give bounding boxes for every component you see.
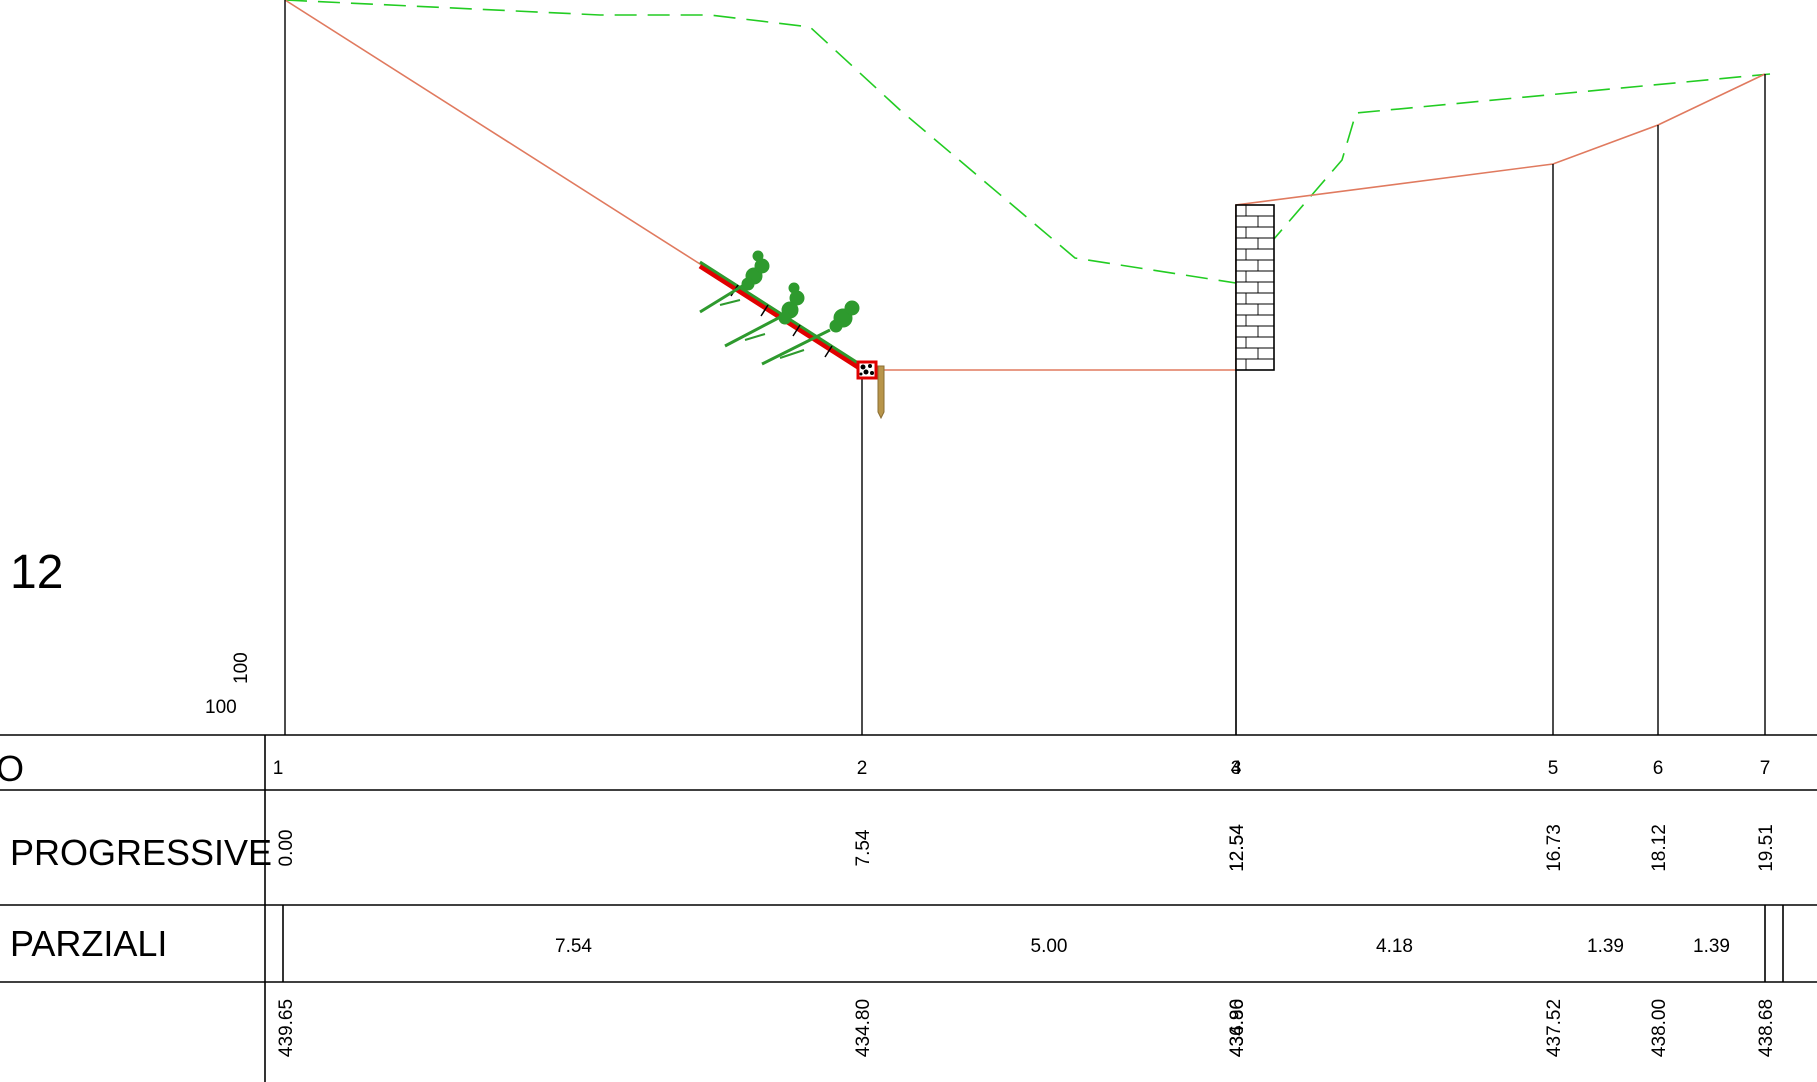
partial-value: 4.18 — [1376, 936, 1413, 957]
point-number: 4 — [1231, 758, 1242, 779]
data-table: O PROGRESSIVE PARZIALI 1 0.00 439.65 2 7.54 4… — [0, 734, 1817, 1082]
plant-icon — [699, 250, 770, 314]
elevation-value: 438.68 — [1756, 999, 1777, 1057]
point-number: 5 — [1548, 758, 1559, 779]
vegetation-cuttings — [699, 250, 860, 366]
elevation-value: 438.00 — [1649, 999, 1670, 1057]
revetment-green-band — [699, 260, 859, 365]
row-label-progressive: PROGRESSIVE — [10, 832, 272, 873]
elevation-value: 436.96 — [1227, 999, 1248, 1057]
progressive-value: 18.12 — [1649, 824, 1670, 872]
progressive-value: 19.51 — [1756, 824, 1777, 872]
plant-icon — [724, 282, 805, 348]
profile-area — [284, 0, 1771, 735]
partials-frame — [282, 905, 1784, 982]
progressive-value: 12.54 — [1227, 824, 1248, 872]
partial-value: 7.54 — [555, 936, 592, 957]
design-profile-line — [284, 0, 1766, 371]
table-grid — [0, 734, 1817, 1082]
revetment-hatches — [730, 284, 833, 358]
plant-icon — [761, 300, 860, 366]
toe-gabion — [856, 360, 878, 380]
point-number: 3 — [1231, 758, 1242, 779]
row-label-points: O — [0, 748, 24, 789]
scale-horizontal: 100 — [205, 697, 237, 718]
partial-value: 1.39 — [1693, 936, 1730, 957]
scale-vertical: 100 — [231, 652, 252, 684]
progressive-value: 0.00 — [276, 830, 297, 867]
elevation-value: 437.52 — [1544, 999, 1565, 1057]
elevation-value: 434.80 — [1227, 999, 1248, 1057]
progressive-value: 7.54 — [853, 829, 874, 866]
progressive-value: 16.73 — [1544, 824, 1565, 872]
masonry-wall — [1235, 204, 1275, 371]
station-lines — [284, 0, 1766, 735]
partial-value: 1.39 — [1587, 936, 1624, 957]
point-number: 1 — [273, 758, 284, 779]
point-number: 7 — [1760, 758, 1771, 779]
progressive-value: 12.54 — [1227, 824, 1248, 872]
wooden-stake — [877, 365, 885, 420]
elevation-value: 434.80 — [853, 999, 874, 1057]
wall-brick-pattern — [1236, 205, 1274, 370]
elevation-value: 439.65 — [276, 999, 297, 1057]
section-number: 12 — [10, 546, 63, 599]
table-values: 10.00439.6527.54434.80312.54434.80412.54… — [273, 758, 1777, 1057]
point-number: 6 — [1653, 758, 1664, 779]
existing-ground-line — [284, 0, 1771, 284]
point-number: 2 — [857, 758, 868, 779]
partial-value: 5.00 — [1031, 936, 1068, 957]
row-label-partial: PARZIALI — [10, 923, 167, 964]
